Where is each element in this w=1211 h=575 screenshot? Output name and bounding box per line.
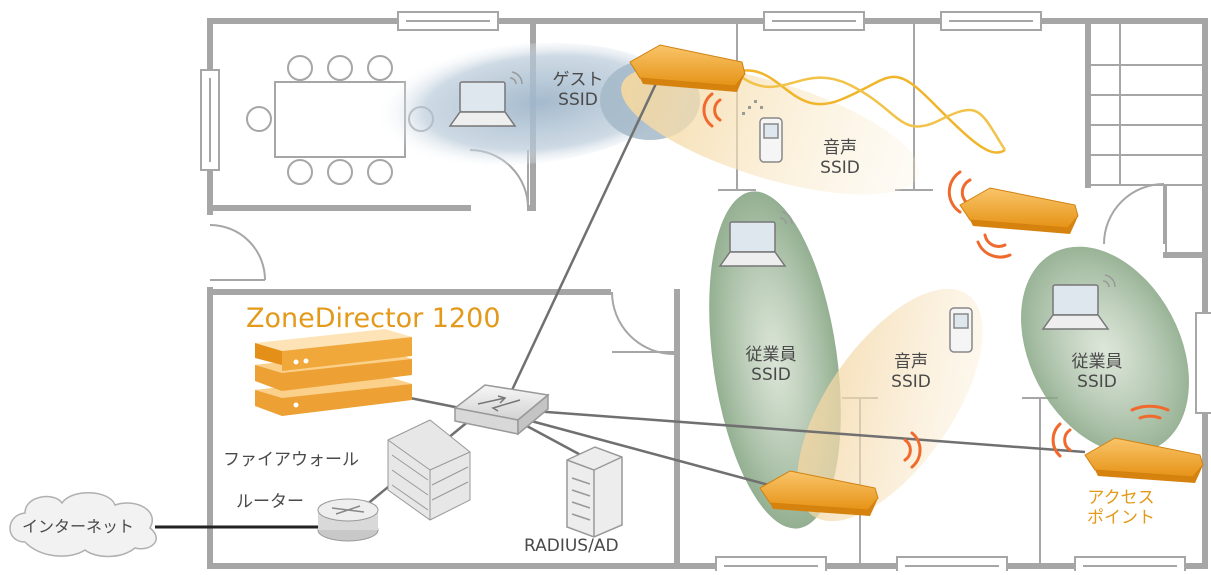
- laptop-icon: [1041, 284, 1110, 330]
- phone-icon: [949, 307, 973, 353]
- data-dots-icon: [742, 100, 763, 115]
- zonedirector-title: ZoneDirector 1200: [246, 303, 501, 334]
- access-point-label: アクセスポイント: [1087, 488, 1155, 528]
- conference-table: [246, 55, 434, 185]
- laptop-icon: [718, 221, 787, 267]
- router-icon: [317, 498, 379, 542]
- zonedirector-appliance: [255, 329, 412, 416]
- network-switch: [453, 384, 550, 436]
- access-point-right: [959, 187, 1079, 234]
- radius-server-icon: [566, 446, 623, 538]
- internet-label: インターネット: [22, 517, 135, 536]
- firewall-icon: [387, 419, 471, 521]
- access-point-far-right: [1084, 437, 1204, 483]
- wifi-waves-icon: [509, 71, 1116, 288]
- phone-icon: [759, 117, 783, 163]
- router-label: ルーター: [236, 492, 304, 512]
- radius-ad-label: RADIUS/AD: [524, 536, 619, 556]
- guest-ssid-zone: [375, 42, 675, 166]
- mesh-link-wave: [734, 69, 1007, 154]
- laptop-icon: [448, 81, 517, 127]
- firewall-label: ファイアウォール: [223, 450, 359, 470]
- signal-arcs: [702, 92, 1170, 469]
- access-point-top: [629, 44, 746, 92]
- access-point-bottom: [759, 470, 879, 516]
- windows: [200, 11, 1211, 575]
- voice-ssid-zone-mid: [797, 288, 983, 522]
- internet-cloud-icon: [9, 491, 157, 558]
